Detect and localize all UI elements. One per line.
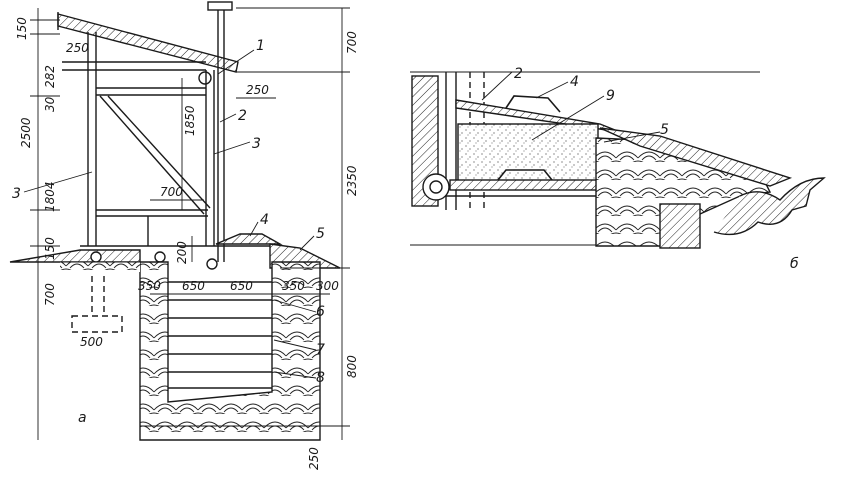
callout-6: 6: [316, 304, 325, 320]
board-stack: [659, 203, 701, 249]
callout-5: 5: [316, 226, 325, 242]
pit-soil: [139, 261, 321, 441]
dim-30: 30: [43, 96, 57, 112]
dim-700-left: 700: [43, 283, 57, 306]
drawing-b: [410, 71, 826, 249]
dim-700-top-right: 700: [345, 31, 359, 54]
broken-edge: [713, 177, 826, 236]
diagonal-brace: [99, 95, 205, 215]
pipe-section: [154, 251, 166, 263]
lower-handle: [497, 169, 553, 181]
callout-8: 8: [316, 370, 325, 386]
drawing-a: [9, 1, 350, 441]
dim-500: 500: [80, 335, 103, 349]
callout-b-4: 4: [570, 74, 579, 90]
callout-b-2: 2: [514, 66, 523, 82]
callout-1: 1: [256, 38, 265, 54]
leader-lines: [23, 49, 317, 379]
foundation-pile: [91, 276, 105, 314]
callout-2: 2: [238, 108, 247, 124]
view-label-b: б: [790, 256, 799, 272]
dim-1850: 1850: [183, 105, 197, 136]
diagonal-brace: [107, 95, 211, 209]
dim-250-chimney: 250: [246, 83, 269, 97]
drawing-a-callouts: 1 2 3 3 4 5 6 7 8 а: [12, 38, 325, 426]
drawing-b-callouts: 2 4 9 5 б: [514, 66, 799, 272]
callout-3-right: 3: [252, 136, 261, 152]
dim-350-left: 350: [138, 279, 161, 293]
lid-handle: [505, 95, 561, 113]
dimension-lines: [30, 7, 350, 440]
seat-cover: [215, 233, 283, 245]
vent-pipe-bottom: [206, 258, 218, 270]
upper-soil: [60, 262, 140, 272]
dim-350-right: 350: [282, 279, 305, 293]
dim-150-bottom: 150: [43, 237, 57, 260]
leader-lines: [481, 71, 661, 143]
dim-250-bottom: 250: [307, 447, 321, 470]
callout-3-left: 3: [12, 186, 21, 202]
callout-4: 4: [260, 212, 269, 228]
dim-2500: 2500: [19, 117, 33, 148]
pit-boards: [168, 281, 272, 389]
lid-bottom-board: [449, 179, 601, 191]
view-label-a: а: [78, 410, 87, 426]
foundation-footing: [71, 315, 123, 333]
dim-800: 800: [345, 355, 359, 378]
pipe-section: [90, 251, 102, 263]
dim-2350: 2350: [345, 165, 359, 196]
callout-b-9: 9: [606, 88, 615, 104]
dim-1804: 1804: [43, 181, 57, 212]
callout-b-5: 5: [660, 122, 669, 138]
vent-pipe-joint: [198, 71, 212, 85]
drawing-a-dimensions: 150 250 282 30 2500 1804 150 700 500 185…: [15, 17, 359, 470]
dim-300: 300: [316, 279, 339, 293]
dim-282: 282: [43, 65, 57, 88]
dim-650-right: 650: [230, 279, 253, 293]
sand-fill: [457, 123, 599, 183]
floor-slab: [9, 249, 141, 263]
dim-200: 200: [175, 241, 189, 264]
dim-700-bench: 700: [160, 185, 183, 199]
dim-650-left: 650: [182, 279, 205, 293]
vent-pipe-cap: [207, 1, 233, 11]
earth-mound: [599, 127, 793, 187]
callout-7: 7: [316, 342, 325, 358]
dim-250-left: 250: [66, 41, 89, 55]
dim-150-top: 150: [15, 17, 29, 40]
hinge-inner: [429, 180, 443, 194]
